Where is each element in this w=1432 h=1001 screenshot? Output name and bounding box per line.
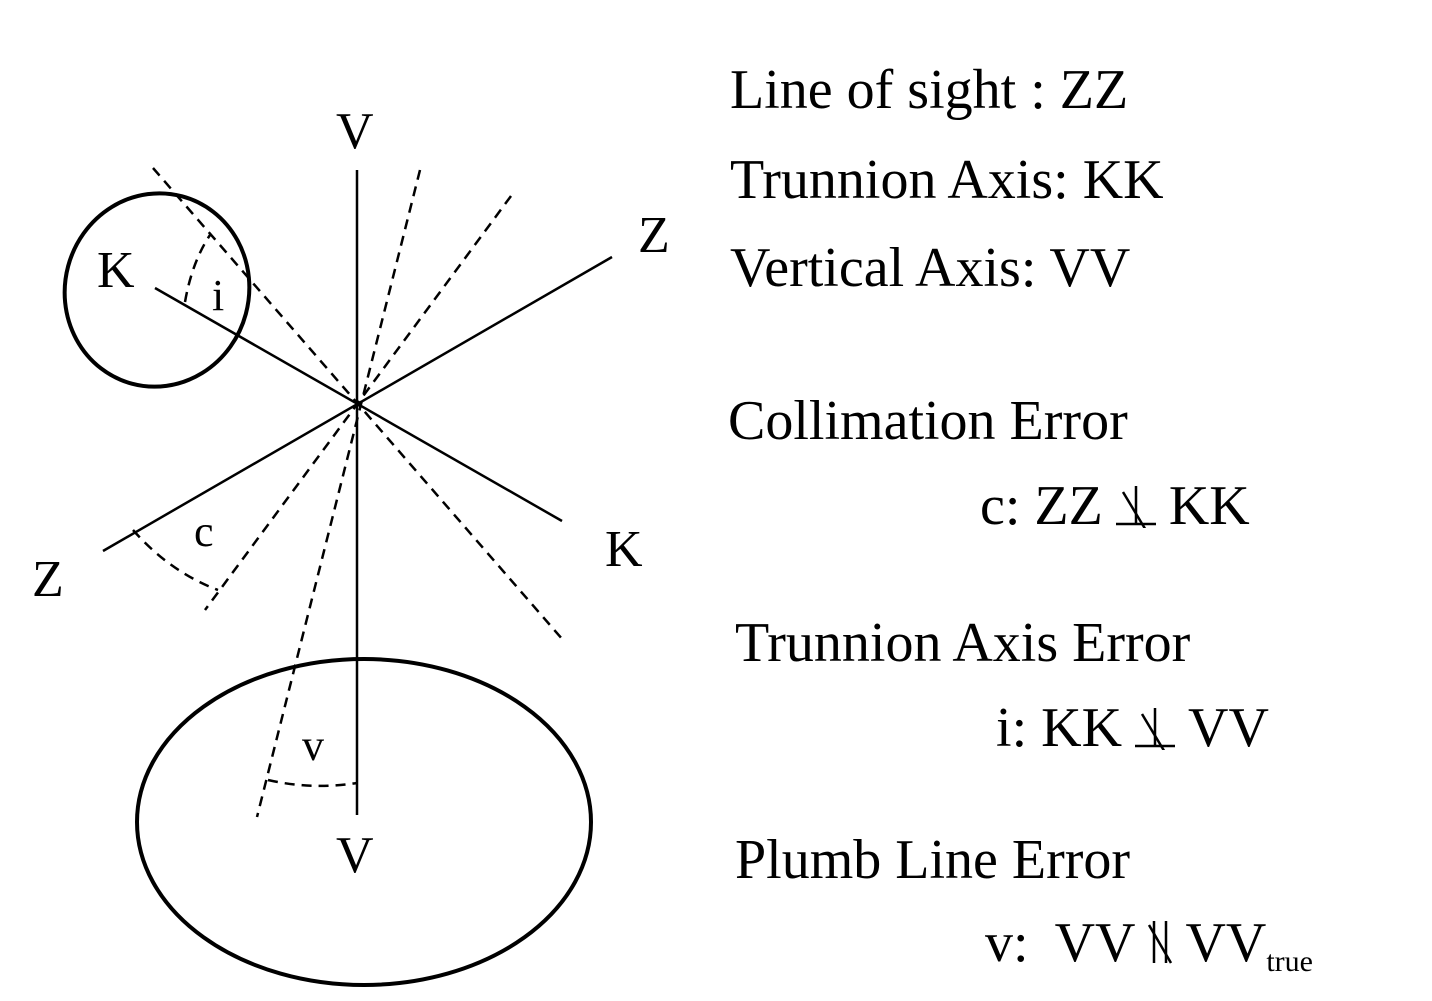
separator: :	[1013, 912, 1029, 974]
label-angle-i: i	[212, 271, 224, 320]
not-parallel-icon	[1145, 919, 1175, 965]
right-axis: VV	[1188, 697, 1269, 759]
symbol: i	[996, 697, 1012, 759]
dashed-true-vertical	[255, 169, 422, 818]
legend-value: ZZ	[1059, 59, 1129, 121]
plumb-title: Plumb Line Error	[735, 829, 1131, 891]
label-v-top: V	[336, 103, 374, 160]
separator: :	[1004, 475, 1021, 537]
arc-v	[267, 778, 358, 788]
symbol: c	[980, 475, 1005, 537]
not-perpendicular-icon	[1113, 482, 1159, 528]
label-k-left: K	[97, 242, 135, 299]
right-axis: VV	[1185, 912, 1267, 974]
collimation-formula: c: ZZ KK	[980, 478, 1250, 534]
label-angle-c: c	[194, 507, 214, 556]
separator: :	[1011, 697, 1028, 759]
left-axis: KK	[1041, 697, 1123, 759]
trunnion-circle	[62, 191, 252, 389]
label-k-right: K	[605, 521, 643, 578]
legend-label: Vertical Axis	[730, 237, 1021, 299]
legend-label: Line of sight	[730, 59, 1017, 121]
separator: :	[1020, 237, 1037, 299]
subscript-true: true	[1266, 945, 1313, 978]
label-z-left: Z	[32, 551, 64, 608]
separator: :	[1030, 59, 1046, 121]
separator: :	[1053, 149, 1069, 211]
dashed-true-sight	[203, 195, 513, 611]
arc-i	[183, 234, 212, 303]
trunnion-error-formula: i: KK VV	[996, 700, 1269, 756]
symbol: v	[985, 912, 1013, 974]
label-v-bottom: V	[336, 827, 374, 884]
legend-value: KK	[1082, 149, 1164, 211]
label-z-right: Z	[638, 207, 670, 264]
collimation-title: Collimation Error	[728, 390, 1128, 452]
legend-value: VV	[1049, 237, 1131, 299]
legend-vertical-axis: Vertical Axis: VV	[730, 240, 1130, 296]
right-axis: KK	[1168, 475, 1250, 537]
trunnion-error-title: Trunnion Axis Error	[735, 612, 1191, 674]
base-ellipse	[135, 657, 593, 987]
arc-c	[132, 529, 219, 592]
label-angle-v: v	[302, 721, 324, 770]
legend-trunnion-axis: Trunnion Axis: KK	[730, 152, 1164, 208]
left-axis: VV	[1054, 912, 1136, 974]
not-perpendicular-icon	[1132, 704, 1178, 750]
left-axis: ZZ	[1034, 475, 1103, 537]
legend-label: Trunnion Axis	[730, 149, 1054, 211]
legend-line-of-sight: Line of sight : ZZ	[730, 62, 1128, 118]
